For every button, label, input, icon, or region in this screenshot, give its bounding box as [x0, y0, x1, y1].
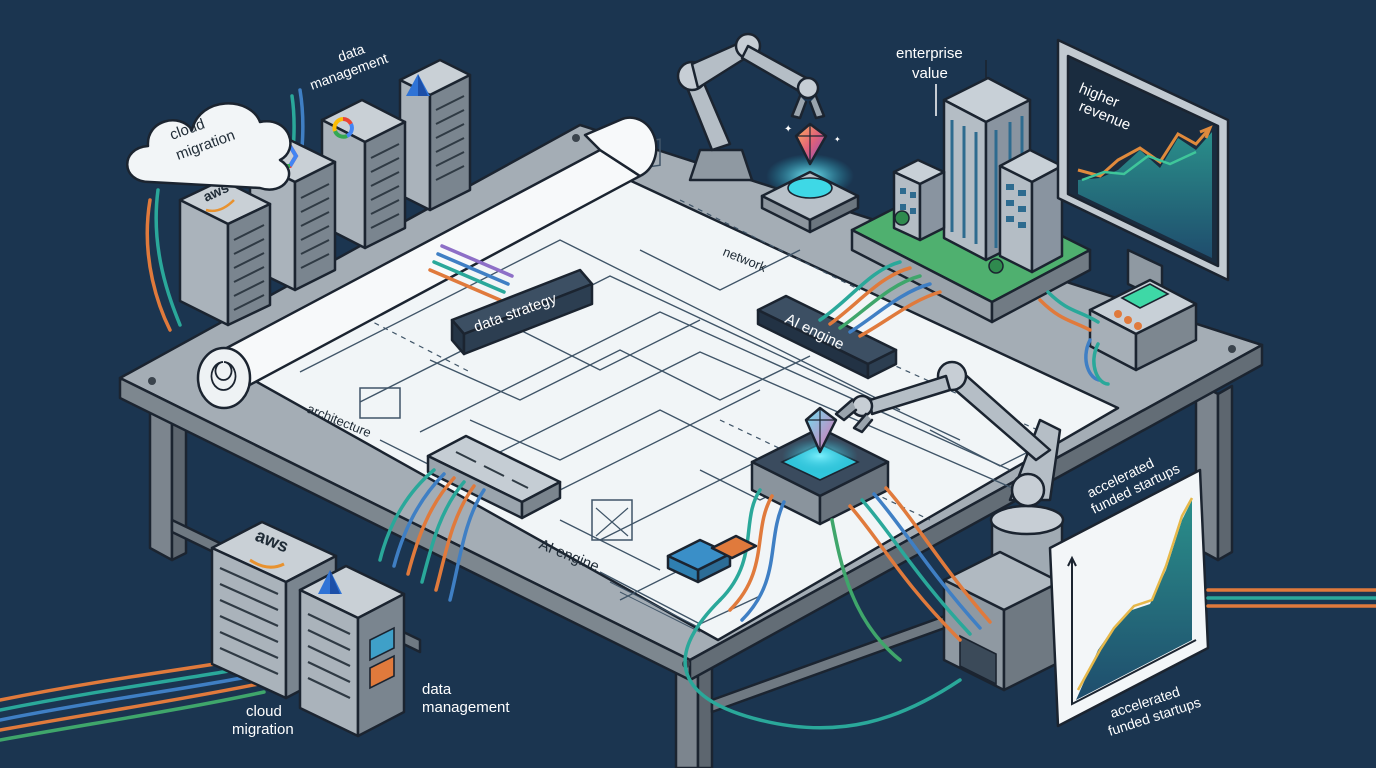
enterprise-value-label-1: enterprise — [896, 45, 963, 62]
cables-bottom-left — [0, 658, 266, 742]
cloud-migration-bottom-label-2: migration — [232, 721, 294, 738]
gem-pedestal — [760, 154, 860, 234]
google-cloud-icon — [332, 117, 354, 139]
server-rack-icon — [178, 178, 272, 327]
svg-text:✦: ✦ — [834, 135, 841, 144]
gem-icon — [804, 406, 838, 454]
cables-chip — [683, 486, 992, 730]
data-strategy-module — [450, 268, 594, 356]
cables-ai-engine — [818, 260, 942, 338]
cables-top-left — [145, 88, 514, 332]
server-rack-icon — [298, 564, 406, 738]
server-rack-icon — [398, 58, 472, 212]
gem-icon: ✦ ✦ — [784, 122, 841, 166]
robot-arm-icon — [676, 32, 826, 182]
cloud-migration-bottom-label-1: cloud — [246, 703, 282, 720]
building-icon — [998, 148, 1064, 274]
accelerated-chart-panel — [1048, 468, 1210, 728]
building-icon — [892, 158, 946, 242]
control-box — [1088, 278, 1198, 372]
monitor-icon — [1056, 38, 1230, 302]
enterprise-value-label-2: value — [912, 65, 948, 82]
connector-block — [666, 534, 758, 584]
chip-icon — [750, 426, 890, 526]
svg-text:✦: ✦ — [784, 124, 792, 135]
azure-icon — [318, 570, 342, 594]
data-management-bottom-label-2: management — [422, 699, 510, 716]
azure-icon — [406, 74, 430, 96]
robot-arm-icon — [834, 360, 1065, 692]
enterprise-city — [850, 60, 1092, 324]
data-management-bottom-label-1: data — [422, 681, 452, 698]
ai-engine-module — [756, 294, 898, 380]
cables-hub — [378, 468, 486, 602]
cables-far-right — [1206, 588, 1376, 608]
server-stack-bottom-left: aws — [210, 520, 406, 738]
cables-right — [1038, 290, 1110, 386]
cloud-icon — [126, 102, 292, 191]
